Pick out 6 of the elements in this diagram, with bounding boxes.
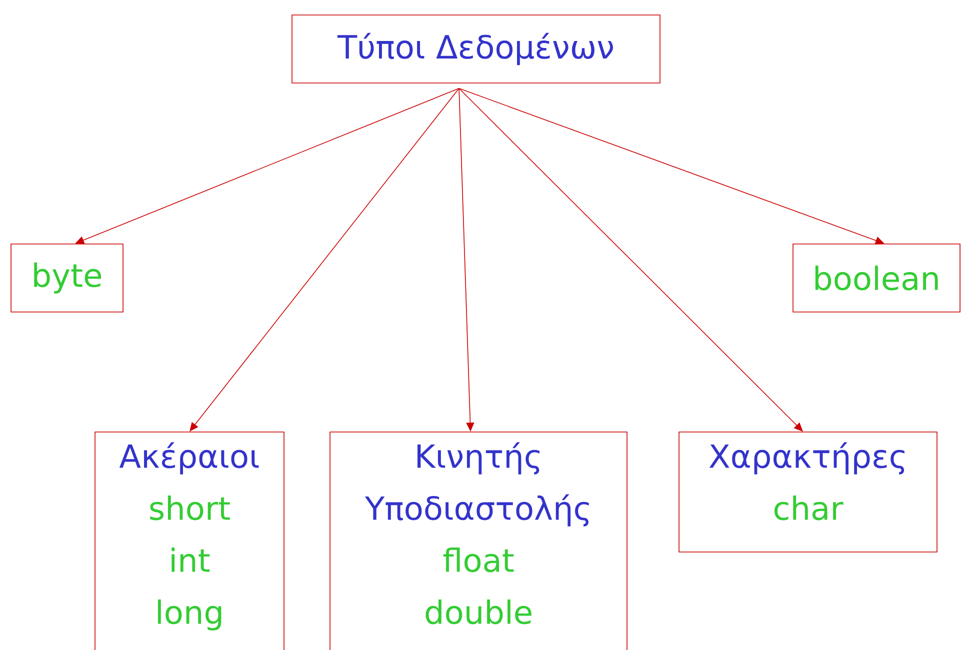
type-box: Χαρακτήρες char — [678, 432, 938, 552]
type-box: Ακέραιοι short int long — [94, 432, 284, 650]
type-box: Τύποι Δεδομένων — [292, 14, 660, 84]
type-box: boolean — [792, 244, 960, 312]
type-box: Κινητής Υποδιαστολής float double — [330, 432, 628, 650]
type-box: byte — [10, 244, 124, 312]
